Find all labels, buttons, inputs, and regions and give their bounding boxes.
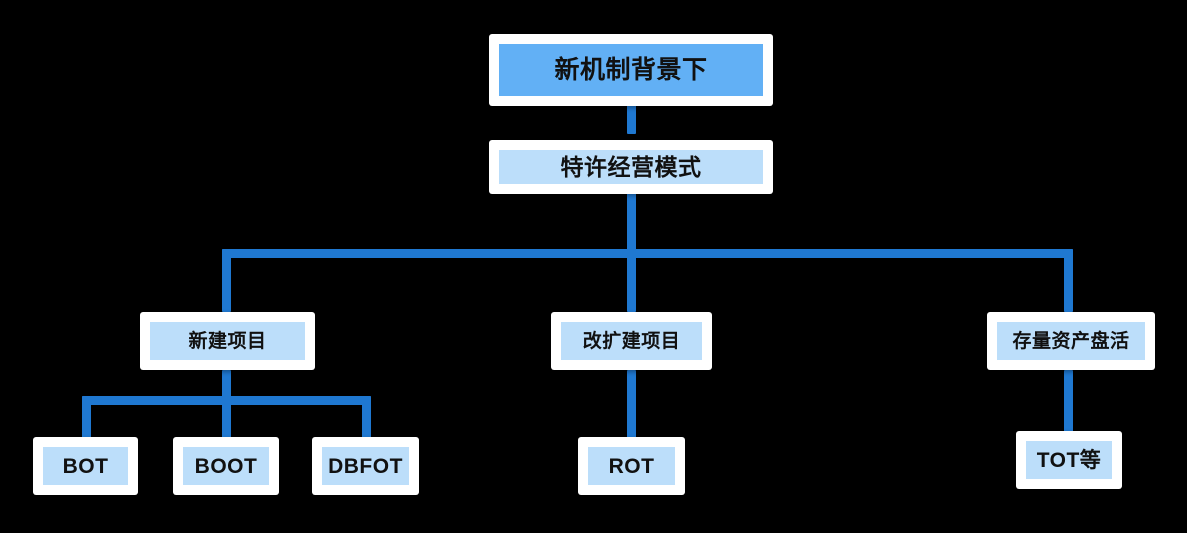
- node-level2-fill: 特许经营模式: [499, 150, 763, 184]
- node-asset-revitalization-label: 存量资产盘活: [1012, 330, 1130, 352]
- node-expansion-project[interactable]: 改扩建项目: [551, 312, 712, 370]
- node-bot[interactable]: BOT: [33, 437, 138, 495]
- node-dbfot-label: DBFOT: [328, 454, 403, 478]
- node-root-label: 新机制背景下: [554, 55, 708, 84]
- node-bot-label: BOT: [62, 454, 109, 478]
- node-tot-label: TOT等: [1036, 448, 1102, 472]
- connector-bus-to-new-project: [222, 249, 231, 312]
- node-root[interactable]: 新机制背景下: [489, 34, 773, 106]
- node-new-project[interactable]: 新建项目: [140, 312, 315, 370]
- node-dbfot-fill: DBFOT: [322, 447, 409, 485]
- connector-bus-to-boot: [222, 396, 231, 438]
- node-expansion-project-fill: 改扩建项目: [561, 322, 702, 360]
- connector-asset-to-tot: [1064, 370, 1073, 432]
- connector-bus-to-expansion-project: [627, 249, 636, 312]
- node-boot-fill: BOOT: [183, 447, 269, 485]
- node-rot-fill: ROT: [588, 447, 675, 485]
- connector-level2-stem: [627, 190, 636, 258]
- node-dbfot[interactable]: DBFOT: [312, 437, 419, 495]
- connector-root-to-level2: [627, 104, 636, 134]
- node-tot-fill: TOT等: [1026, 441, 1112, 479]
- connector-expansion-to-rot: [627, 370, 636, 438]
- connector-bus-to-bot: [82, 396, 91, 438]
- node-asset-revitalization[interactable]: 存量资产盘活: [987, 312, 1155, 370]
- node-expansion-project-label: 改扩建项目: [582, 330, 681, 352]
- node-tot[interactable]: TOT等: [1016, 431, 1122, 489]
- connector-main-bus: [222, 249, 1073, 258]
- node-asset-revitalization-fill: 存量资产盘活: [997, 322, 1145, 360]
- node-new-project-label: 新建项目: [188, 330, 267, 352]
- node-new-project-fill: 新建项目: [150, 322, 305, 360]
- node-boot-label: BOOT: [194, 454, 258, 478]
- connector-bus-to-asset-revitalization: [1064, 249, 1073, 312]
- connector-bus-to-dbfot: [362, 396, 371, 438]
- node-bot-fill: BOT: [43, 447, 128, 485]
- node-level2-label: 特许经营模式: [560, 153, 702, 180]
- node-level2-franchise-model[interactable]: 特许经营模式: [489, 140, 773, 194]
- connector-new-project-stem: [222, 370, 231, 408]
- node-rot-label: ROT: [608, 454, 655, 478]
- node-boot[interactable]: BOOT: [173, 437, 279, 495]
- node-root-fill: 新机制背景下: [499, 44, 763, 96]
- node-rot[interactable]: ROT: [578, 437, 685, 495]
